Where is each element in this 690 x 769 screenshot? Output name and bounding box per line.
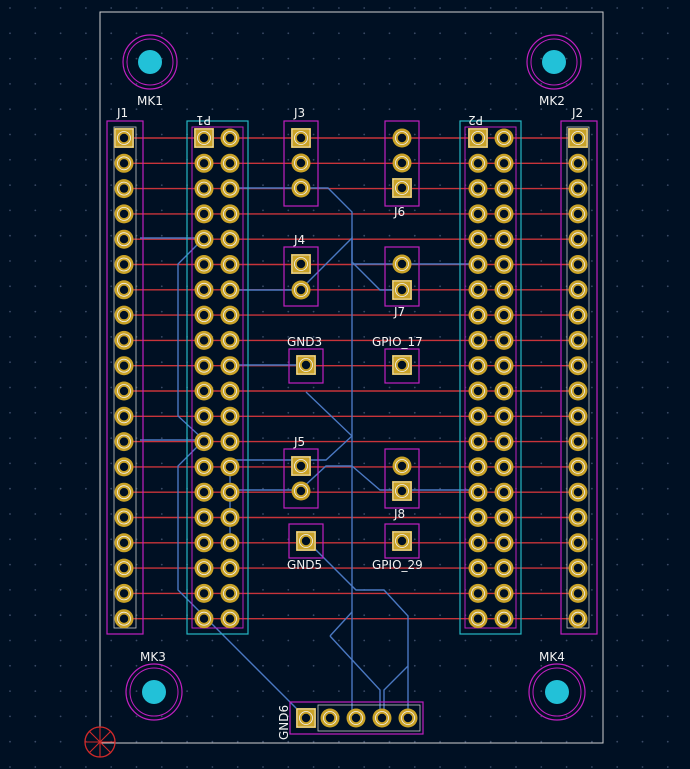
mounting-hole-mk3[interactable] <box>125 663 183 721</box>
back-trace <box>351 465 485 491</box>
mk3-label: MK3 <box>140 650 166 664</box>
board-edge <box>99 11 604 744</box>
gpio17-label: GPIO_17 <box>372 335 423 349</box>
j8-label: J8 <box>393 507 405 521</box>
j3-label: J3 <box>293 106 305 120</box>
gnd3-label: GND3 <box>287 335 322 349</box>
gnd6-label: GND6 <box>277 705 291 740</box>
j4-label: J4 <box>293 233 305 247</box>
back-trace <box>305 539 409 718</box>
back-trace <box>329 635 381 718</box>
mounting-hole-mk1[interactable] <box>122 34 178 90</box>
p1-label: P1 <box>196 113 211 127</box>
j1-label: J1 <box>116 106 128 120</box>
back-trace <box>305 391 353 716</box>
pads <box>114 128 588 728</box>
mk1-label: MK1 <box>137 94 163 108</box>
j2-label: J2 <box>571 106 583 120</box>
gpio29-label: GPIO_29 <box>372 558 423 572</box>
p2-label: P2 <box>468 113 483 127</box>
mk4-label: MK4 <box>539 650 565 664</box>
crosshair-circle-icon <box>84 726 116 758</box>
back-trace <box>140 237 206 441</box>
back-trace <box>329 611 353 637</box>
mounting-hole-mk2[interactable] <box>526 34 582 90</box>
j5-label: J5 <box>293 435 305 449</box>
back-trace <box>383 665 409 718</box>
j6-label: J6 <box>393 205 405 219</box>
mk2-label: MK2 <box>539 94 565 108</box>
mounting-hole-mk4[interactable] <box>528 663 586 721</box>
back-trace <box>177 439 307 719</box>
gnd5-label: GND5 <box>287 558 322 572</box>
back-trace <box>230 465 352 491</box>
j7-label: J7 <box>393 305 405 319</box>
